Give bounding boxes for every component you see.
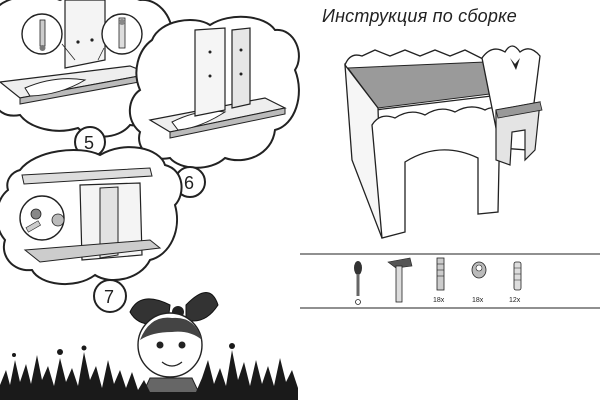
cam-lock-icon: 18x: [471, 261, 487, 304]
step-6-panel: 6: [128, 15, 300, 198]
cam-bolt-icon: 18x: [433, 257, 445, 304]
step-6-number: 6: [184, 173, 194, 193]
screwdriver-icon: [354, 261, 362, 305]
page-title: Инструкция по сборке: [322, 6, 517, 26]
dowel-qty: 12x: [509, 297, 521, 304]
cam-lock-qty: 18x: [472, 297, 484, 304]
step-7-panel: 7: [0, 146, 183, 313]
assembled-furniture-drawing: [344, 45, 543, 239]
step-5-number: 5: [84, 133, 94, 153]
hardware-strip: 18x 18x 12x: [300, 253, 600, 309]
grass-decoration: [0, 343, 298, 400]
cam-bolt-qty: 18x: [433, 297, 445, 304]
step-7-number: 7: [104, 287, 114, 307]
dowel-icon: 12x: [509, 261, 522, 304]
hammer-icon: [387, 257, 413, 303]
